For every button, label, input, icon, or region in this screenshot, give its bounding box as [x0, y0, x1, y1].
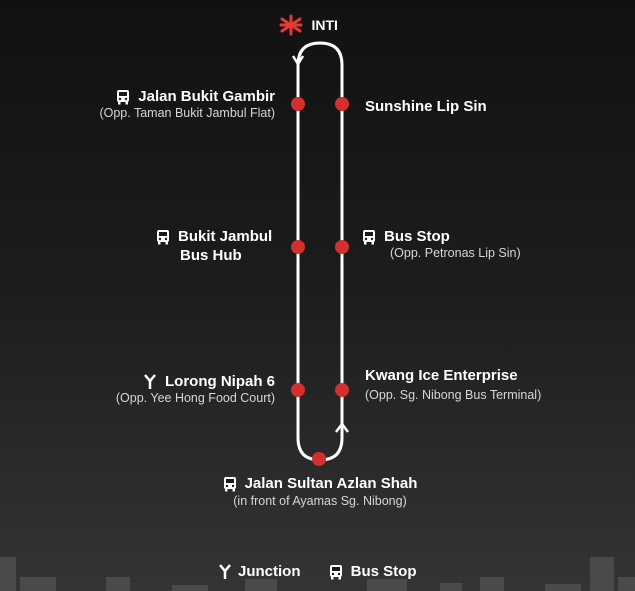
legend: Junction Bus Stop — [218, 562, 417, 581]
stop-title: Jalan Bukit Gambir — [138, 88, 275, 105]
stop-title: Bus Stop — [384, 228, 450, 245]
stop-lorong-nipah-6: Lorong Nipah 6 (Opp. Yee Hong Food Court… — [116, 372, 275, 406]
legend-bus-stop: Bus Stop — [329, 563, 417, 580]
stop-dot-bukit-jambul-bus-hub — [291, 240, 305, 254]
stop-title: Jalan Sultan Azlan Shah — [244, 475, 418, 492]
stop-dot-sunshine-lip-sin — [335, 97, 349, 111]
stop-sunshine-lip-sin: Sunshine Lip Sin — [365, 97, 487, 116]
stop-kwang-ice-enterprise: Kwang Ice Enterprise (Opp. Sg. Nibong Bu… — [365, 366, 541, 403]
stop-subtitle: (Opp. Yee Hong Food Court) — [115, 391, 275, 405]
stop-bus-stop-petronas: Bus Stop (Opp. Petronas Lip Sin) — [362, 227, 521, 261]
stop-title-line-2: Bus Hub — [180, 247, 242, 264]
direction-arrow-down-icon — [291, 55, 305, 67]
direction-arrow-up-icon — [335, 421, 349, 433]
stop-jalan-sultan-azlan-shah: Jalan Sultan Azlan Shah (in front of Aya… — [190, 474, 450, 509]
legend-label: Bus Stop — [350, 563, 417, 580]
junction-icon — [219, 564, 231, 580]
origin-marker: INTI — [279, 14, 338, 36]
stop-subtitle: (in front of Ayamas Sg. Nibong) — [233, 494, 407, 508]
stop-title: Kwang Ice Enterprise — [365, 367, 518, 384]
stop-subtitle: (Opp. Sg. Nibong Bus Terminal) — [365, 388, 542, 402]
stop-dot-kwang-ice-enterprise — [335, 383, 349, 397]
bus-icon — [223, 477, 236, 492]
stop-dot-lorong-nipah-6 — [291, 383, 305, 397]
stop-title: Lorong Nipah 6 — [165, 373, 275, 390]
stop-dot-jalan-sultan-azlan-shah — [312, 452, 326, 466]
stop-subtitle: (Opp. Petronas Lip Sin) — [390, 246, 521, 260]
route-loop-line — [296, 41, 344, 462]
stop-bukit-jambul-bus-hub: Bukit Jambul Bus Hub — [156, 227, 272, 265]
stop-subtitle: (Opp. Taman Bukit Jambul Flat) — [99, 106, 275, 120]
junction-icon — [144, 374, 156, 390]
legend-junction: Junction — [218, 563, 305, 580]
bus-icon — [117, 90, 130, 105]
inti-logo-icon — [279, 14, 303, 36]
origin-label: INTI — [311, 16, 338, 33]
bus-icon — [363, 230, 375, 245]
stop-title-line-1: Bukit Jambul — [178, 228, 273, 245]
stop-title: Sunshine Lip Sin — [365, 98, 487, 115]
legend-label: Junction — [238, 563, 301, 580]
bus-icon — [157, 230, 169, 245]
bus-icon — [329, 565, 342, 580]
stop-dot-bus-stop-petronas — [335, 240, 349, 254]
stop-jalan-bukit-gambir: Jalan Bukit Gambir (Opp. Taman Bukit Jam… — [99, 87, 275, 121]
stop-dot-jalan-bukit-gambir — [291, 97, 305, 111]
